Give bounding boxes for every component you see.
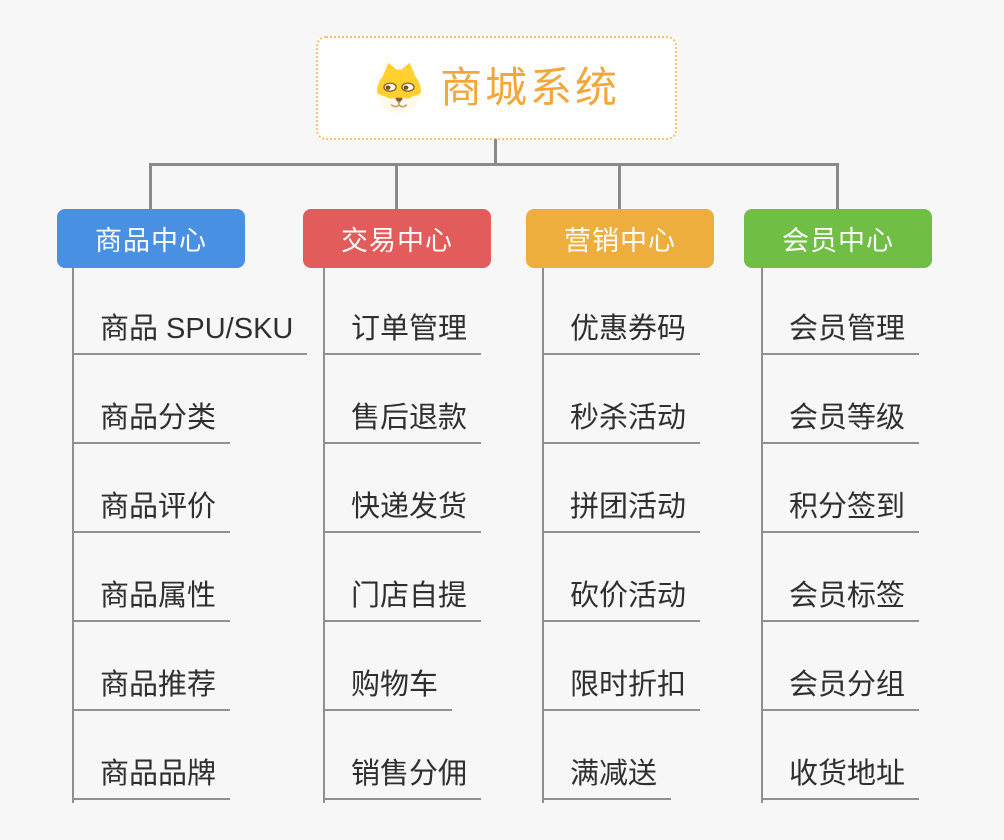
column-line-trade (323, 268, 325, 803)
leaf-label: 砍价活动 (542, 582, 701, 622)
leaf-label: 会员等级 (761, 404, 920, 444)
leaf-label: 拼团活动 (542, 493, 701, 533)
root-stem-line (494, 139, 497, 166)
branch-node-trade-center[interactable]: 交易中心 (303, 209, 491, 268)
leaf-node[interactable]: 会员分组 (761, 622, 920, 711)
leaf-label: 购物车 (323, 671, 453, 711)
connector-horizontal-line (149, 163, 839, 166)
leaf-label: 快递发货 (323, 493, 482, 533)
leaf-node[interactable]: 拼团活动 (542, 444, 701, 533)
leaf-node[interactable]: 限时折扣 (542, 622, 701, 711)
branch-node-member-center[interactable]: 会员中心 (744, 209, 932, 268)
leaf-label: 门店自提 (323, 582, 482, 622)
leaf-label: 商品分类 (72, 404, 231, 444)
leaf-node[interactable]: 会员等级 (761, 355, 920, 444)
dog-face-icon (377, 62, 421, 114)
leaf-node[interactable]: 优惠券码 (542, 266, 701, 355)
leaf-label: 商品 SPU/SKU (72, 315, 308, 355)
drop-line-trade (395, 163, 398, 210)
leaf-node[interactable]: 销售分佣 (323, 711, 482, 800)
leaf-label: 商品品牌 (72, 760, 231, 800)
leaf-label: 商品评价 (72, 493, 231, 533)
leaf-column-trade: 订单管理 售后退款 快递发货 门店自提 购物车 销售分佣 (323, 266, 482, 800)
leaf-node[interactable]: 满减送 (542, 711, 672, 800)
leaf-label: 会员标签 (761, 582, 920, 622)
root-node-mall-system[interactable]: 商城系统 (316, 36, 677, 140)
leaf-label: 满减送 (542, 760, 672, 800)
column-line-marketing (542, 268, 544, 803)
branch-node-product-center[interactable]: 商品中心 (57, 209, 245, 268)
leaf-label: 商品属性 (72, 582, 231, 622)
branch-label: 会员中心 (782, 226, 894, 256)
leaf-node[interactable]: 商品品牌 (72, 711, 231, 800)
leaf-label: 限时折扣 (542, 671, 701, 711)
root-title: 商城系统 (439, 64, 620, 111)
leaf-node[interactable]: 购物车 (323, 622, 453, 711)
leaf-node[interactable]: 会员标签 (761, 533, 920, 622)
leaf-label: 会员分组 (761, 671, 920, 711)
leaf-label: 收货地址 (761, 760, 920, 800)
drop-line-product (149, 163, 152, 210)
branch-label: 交易中心 (341, 226, 453, 256)
leaf-column-marketing: 优惠券码 秒杀活动 拼团活动 砍价活动 限时折扣 满减送 (542, 266, 701, 800)
leaf-label: 订单管理 (323, 315, 482, 355)
leaf-node[interactable]: 商品属性 (72, 533, 231, 622)
leaf-node[interactable]: 订单管理 (323, 266, 482, 355)
column-line-product (72, 268, 74, 803)
leaf-node[interactable]: 积分签到 (761, 444, 920, 533)
leaf-node[interactable]: 收货地址 (761, 711, 920, 800)
drop-line-marketing (618, 163, 621, 210)
leaf-label: 商品推荐 (72, 671, 231, 711)
leaf-label: 会员管理 (761, 315, 920, 355)
branch-label: 营销中心 (564, 226, 676, 256)
leaf-node[interactable]: 售后退款 (323, 355, 482, 444)
branch-node-marketing-center[interactable]: 营销中心 (526, 209, 714, 268)
drop-line-member (836, 163, 839, 210)
leaf-node[interactable]: 会员管理 (761, 266, 920, 355)
column-line-member (761, 268, 763, 803)
branch-label: 商品中心 (95, 226, 207, 256)
leaf-column-product: 商品 SPU/SKU 商品分类 商品评价 商品属性 商品推荐 商品品牌 (72, 266, 308, 800)
leaf-label: 售后退款 (323, 404, 482, 444)
leaf-node[interactable]: 秒杀活动 (542, 355, 701, 444)
leaf-node[interactable]: 快递发货 (323, 444, 482, 533)
leaf-node[interactable]: 商品分类 (72, 355, 231, 444)
leaf-node[interactable]: 商品推荐 (72, 622, 231, 711)
leaf-label: 优惠券码 (542, 315, 701, 355)
leaf-label: 秒杀活动 (542, 404, 701, 444)
leaf-node[interactable]: 商品 SPU/SKU (72, 266, 308, 355)
leaf-node[interactable]: 商品评价 (72, 444, 231, 533)
leaf-column-member: 会员管理 会员等级 积分签到 会员标签 会员分组 收货地址 (761, 266, 920, 800)
leaf-node[interactable]: 砍价活动 (542, 533, 701, 622)
leaf-node[interactable]: 门店自提 (323, 533, 482, 622)
leaf-label: 积分签到 (761, 493, 920, 533)
leaf-label: 销售分佣 (323, 760, 482, 800)
